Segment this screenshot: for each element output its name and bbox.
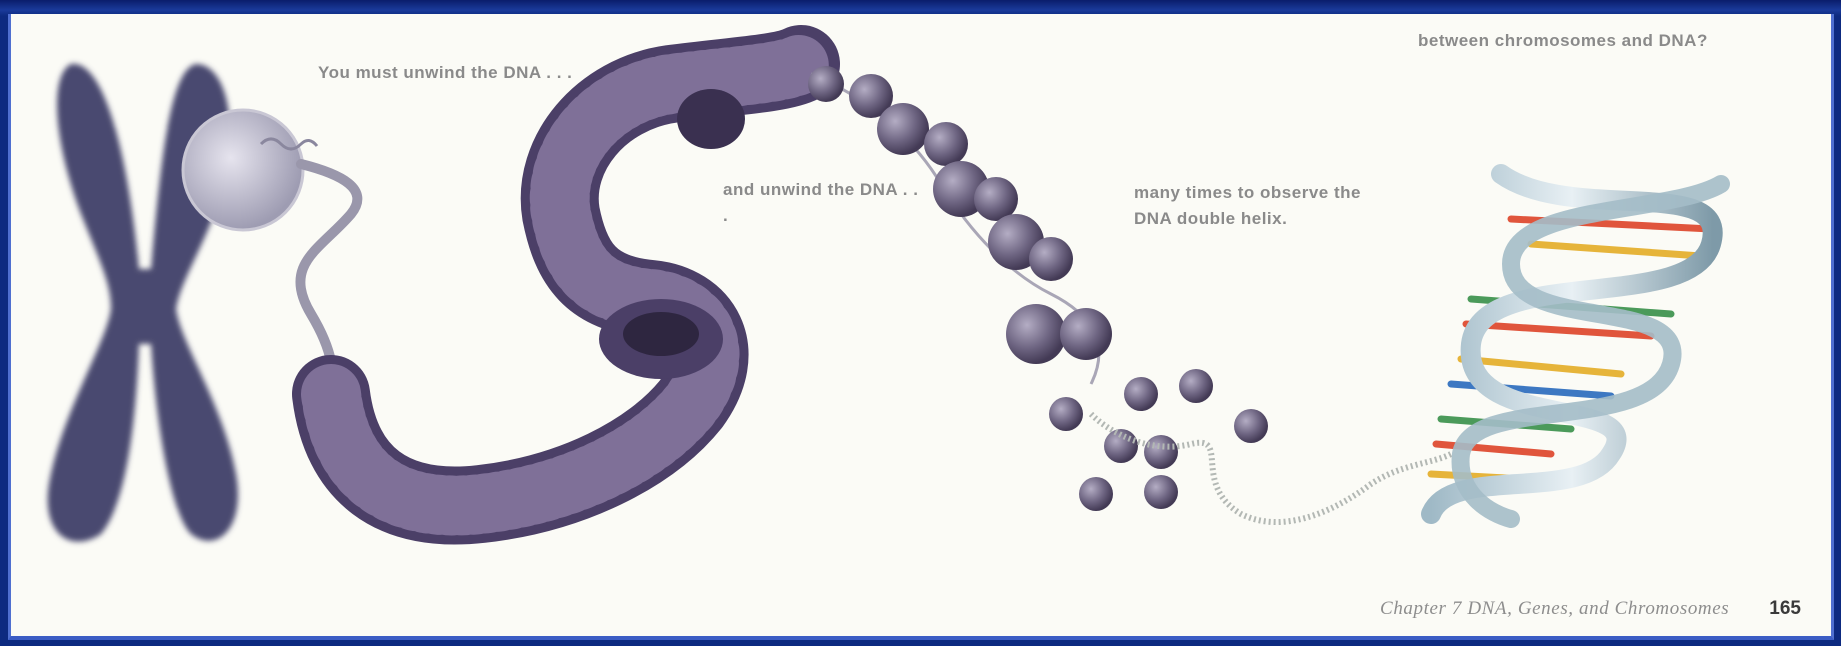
caption-unwind-1: You must unwind the DNA . . . [318, 60, 578, 86]
textbook-page: You must unwind the DNA . . . and unwind… [8, 14, 1834, 640]
dna-strand [1091, 414, 1451, 522]
page-footer: Chapter 7 DNA, Genes, and Chromosomes 16… [1380, 598, 1801, 620]
caption-question: between chromosomes and DNA? [1418, 28, 1838, 54]
zoom-circle [183, 110, 317, 230]
caption-unwind-2: and unwind the DNA . . . [723, 177, 923, 229]
dna-unwinding-illustration [11, 14, 1831, 634]
chapter-title: Chapter 7 DNA, Genes, and Chromosomes [1380, 598, 1729, 620]
caption-many-times: many times to observe the DNA double hel… [1134, 180, 1364, 232]
page-number: 165 [1769, 598, 1801, 620]
supercoil [331, 64, 801, 506]
double-helix [1431, 174, 1721, 519]
histones [1049, 369, 1268, 511]
